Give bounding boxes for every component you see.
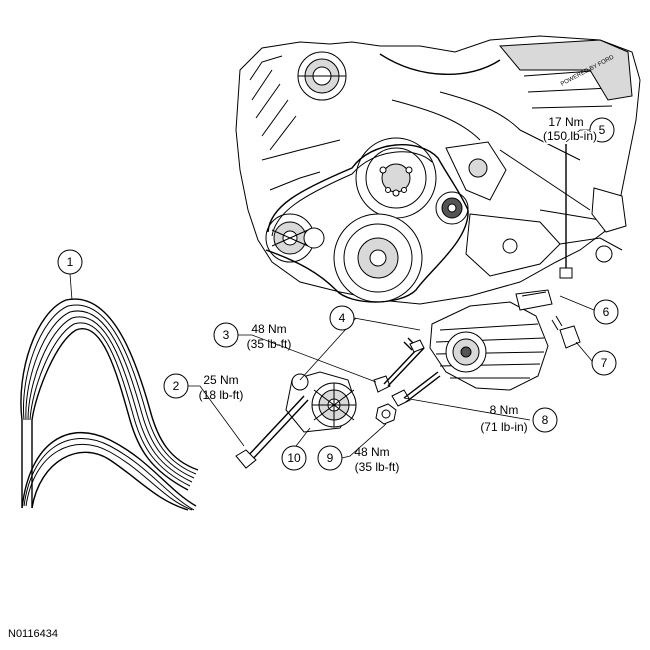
leader-lines bbox=[69, 129, 595, 459]
callout-10: 10 bbox=[281, 445, 307, 471]
callout-6: 6 bbox=[593, 299, 619, 325]
engine-assembly: POWERED BY FORD bbox=[235, 35, 641, 305]
torque-metric: 25 Nm bbox=[203, 373, 238, 387]
callout-circle bbox=[281, 445, 307, 471]
callout-8: 8 8 Nm (71 lb-in) bbox=[480, 403, 558, 434]
callout-circle bbox=[329, 305, 355, 331]
callout-circle bbox=[163, 373, 189, 399]
belt-tensioner bbox=[285, 371, 357, 433]
crankshaft-pulley bbox=[333, 213, 423, 303]
callout-5: 5 17 Nm (150 lb-in) bbox=[541, 114, 615, 145]
stud-item-4 bbox=[403, 337, 425, 353]
callout-number: 1 bbox=[67, 255, 74, 269]
accessory-pulley-right bbox=[435, 141, 507, 225]
electrical-connector bbox=[551, 315, 581, 349]
torque-imperial: (150 lb-in) bbox=[543, 129, 597, 143]
torque-metric: 48 Nm bbox=[354, 445, 389, 459]
generator bbox=[429, 289, 553, 391]
callout-number: 3 bbox=[223, 328, 230, 342]
bolt-item-8 bbox=[391, 371, 441, 407]
torque-metric: 8 Nm bbox=[490, 403, 519, 417]
callout-number: 6 bbox=[603, 305, 610, 319]
callout-4: 4 bbox=[329, 305, 355, 331]
bolt-item-2 bbox=[235, 395, 309, 469]
stud-item-5 bbox=[559, 144, 573, 279]
callout-2: 2 25 Nm (18 lb-ft) bbox=[163, 373, 244, 402]
callout-circle bbox=[317, 445, 343, 471]
torque-imperial: (18 lb-ft) bbox=[199, 388, 244, 402]
callout-3: 3 48 Nm (35 lb-ft) bbox=[213, 322, 292, 351]
callout-circle bbox=[593, 299, 619, 325]
callout-9: 9 48 Nm (35 lb-ft) bbox=[317, 445, 400, 474]
drive-belt bbox=[20, 298, 199, 511]
callout-number: 2 bbox=[173, 379, 180, 393]
torque-metric: 48 Nm bbox=[251, 322, 286, 336]
callout-circle bbox=[591, 350, 617, 376]
callout-number: 4 bbox=[339, 311, 346, 325]
callout-number: 9 bbox=[327, 451, 334, 465]
torque-imperial: (35 lb-ft) bbox=[247, 337, 292, 351]
torque-imperial: (35 lb-ft) bbox=[355, 460, 400, 474]
torque-metric: 17 Nm bbox=[548, 115, 583, 129]
ac-compressor-pulley bbox=[265, 213, 325, 263]
callout-circle bbox=[57, 249, 83, 275]
callout-circle bbox=[213, 322, 239, 348]
bolt-item-3 bbox=[373, 345, 425, 393]
callout-number: 10 bbox=[287, 451, 301, 465]
callout-7: 7 bbox=[591, 350, 617, 376]
callout-number: 5 bbox=[599, 123, 606, 137]
upper-idler-pulley bbox=[355, 137, 437, 219]
throttle-body bbox=[297, 51, 347, 101]
figure-id: N0116434 bbox=[8, 628, 58, 640]
callout-circle bbox=[589, 117, 615, 143]
callout-circle bbox=[532, 407, 558, 433]
torque-imperial: (71 lb-in) bbox=[480, 420, 527, 434]
nut-item-9 bbox=[375, 403, 397, 425]
callout-1: 1 bbox=[57, 249, 83, 275]
callout-number: 7 bbox=[601, 356, 608, 370]
callout-number: 8 bbox=[542, 413, 549, 427]
